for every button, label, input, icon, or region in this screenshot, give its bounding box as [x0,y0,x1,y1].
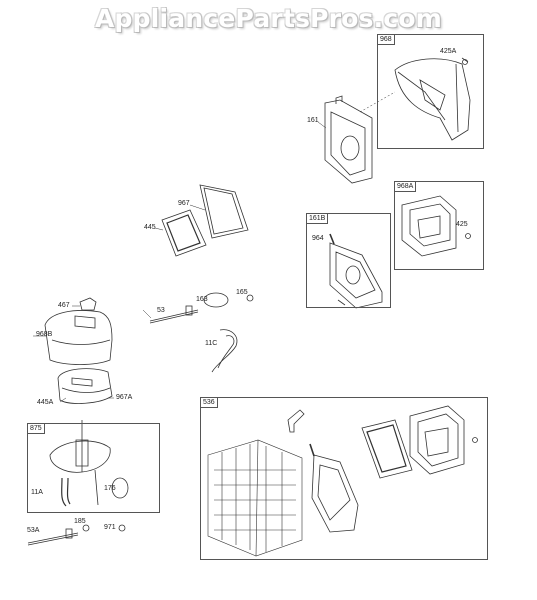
group-161B-tag: 161B [307,214,329,224]
label-967: 967 [178,200,190,207]
bolt-53A-drawing [27,528,79,546]
assembly-536-drawing [207,405,478,557]
label-467: 467 [58,302,70,309]
label-53A: 53A [27,527,40,534]
label-445A: 445A [37,399,54,406]
bolt-53-drawing [149,305,199,324]
group-968A-tag: 968A [395,182,417,192]
label-161: 161 [307,117,319,124]
shroud-968-drawing [394,58,471,141]
screw-185-drawing [82,524,90,532]
gasket-967-drawing [199,184,249,239]
group-536-box: 536 [200,397,488,560]
group-161B-box: 161B [306,213,391,308]
label-425A: 425A [440,48,457,55]
cover-968B-drawing [44,310,113,365]
group-875-box: 875 [27,423,160,513]
filter-445-drawing [161,209,207,257]
cover-968A-drawing [401,195,457,257]
knob-467-drawing [79,297,97,311]
label-445: 445 [144,224,156,231]
label-964: 964 [312,235,324,242]
label-971: 971 [104,524,116,531]
label-11A: 11A [31,489,43,496]
watermark: AppliancePartsPros.com [94,4,443,33]
label-163: 163 [196,296,208,303]
assembly-875-drawing [49,420,129,507]
group-968-box: 968 [377,34,484,149]
label-425: 425 [456,221,468,228]
label-11C: 11C [205,340,218,347]
label-968B: 968B [36,331,53,338]
base-161B-drawing [329,242,383,309]
filter-445A-drawing [57,368,113,404]
screw-165-drawing [246,294,254,302]
label-53: 53 [157,307,165,314]
group-968A-box: 968A [394,181,484,270]
pin-964-drawing [329,233,335,245]
screw-425A-head [462,59,468,65]
label-967A: 967A [116,394,133,401]
group-536-tag: 536 [201,398,218,408]
group-968-tag: 968 [378,35,395,45]
screw-425A-drawing [461,57,469,63]
label-185: 185 [74,518,86,525]
label-165: 165 [236,289,248,296]
group-875-tag: 875 [28,424,45,434]
screw-425-drawing [465,233,471,239]
label-176: 176 [104,485,116,492]
base-161-drawing [324,95,373,184]
fitting-971-drawing [118,524,126,532]
clamp-163-drawing [203,292,229,308]
hose-11C-drawing [211,329,238,373]
